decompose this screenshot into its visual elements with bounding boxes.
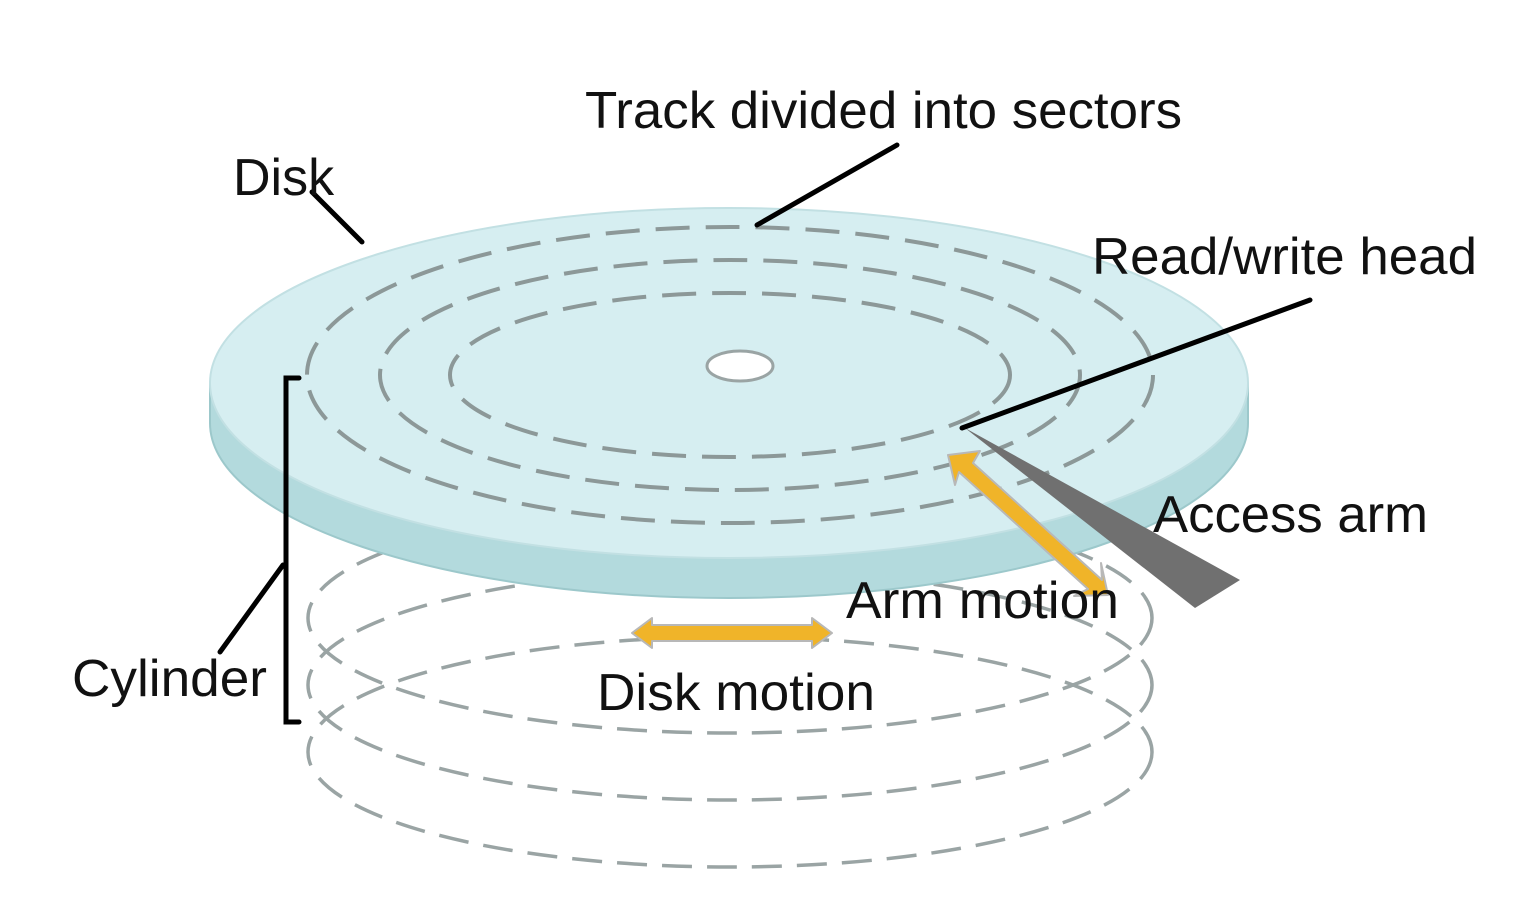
disk-platter [209, 207, 1249, 599]
platter-tracks [305, 225, 1155, 525]
read-write-head-label: Read/write head [1092, 228, 1477, 286]
cylinder-label: Cylinder [72, 650, 267, 708]
disk-label: Disk [233, 149, 335, 207]
access-arm-label: Access arm [1153, 486, 1428, 544]
track-inner [448, 291, 1012, 459]
access-arm [965, 428, 1240, 608]
spindle-hole [705, 349, 775, 383]
track-middle [378, 258, 1082, 492]
track-label: Track divided into sectors [585, 82, 1182, 140]
cylinder-bracket [283, 375, 302, 725]
leader-lines [217, 142, 1313, 725]
disk-motion-label: Disk motion [597, 664, 875, 722]
track-outer [305, 225, 1155, 525]
arm-motion-arrow [947, 450, 1109, 597]
cylinder-leader [217, 562, 286, 655]
disk-motion-arrow [631, 617, 833, 649]
track-leader [754, 142, 900, 228]
disk-leader [309, 189, 365, 245]
arm-motion-label: Arm motion [846, 572, 1119, 630]
head-leader [959, 297, 1313, 431]
